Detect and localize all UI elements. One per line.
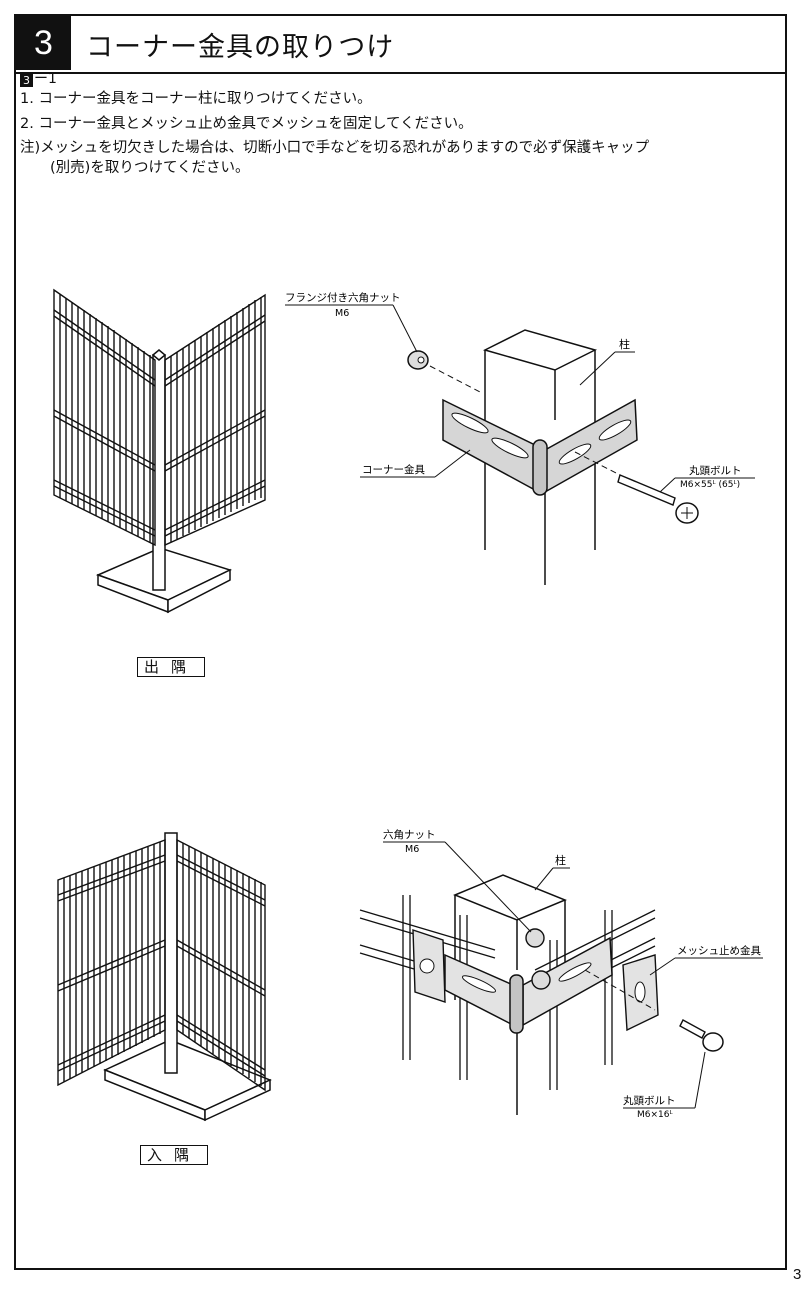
bolt-size-label: M6×55ᴸ (65ᴸ) [680,480,740,490]
bolt-size-label-inner: M6×16ᴸ [637,1110,673,1120]
flange-nut-size-label: M6 [335,308,349,319]
page-number: 3 [793,1266,802,1283]
bolt-label-inner: 丸頭ボルト [623,1094,676,1107]
step-number-badge: 3 [16,16,71,70]
outer-corner-fence-illustration [53,288,266,614]
inner-corner-detail-diagram: 六角ナット M6 柱 メッシュ止め金具 丸頭ボルト M6×16ᴸ [359,829,763,1120]
hex-nut-size-label: M6 [405,844,419,855]
flange-nut-label: フランジ付き六角ナット [285,291,401,304]
bolt-label: 丸頭ボルト [689,464,742,477]
instruction-1: 1. コーナー金具をコーナー柱に取りつけてください。 [20,91,372,107]
hex-nut-label: 六角ナット [383,829,436,841]
post-label-inner: 柱 [555,853,566,867]
inner-corner-fence-illustration [57,832,272,1122]
inner-corner-caption: 入隅 [140,1145,209,1165]
instruction-2: 2. コーナー金具とメッシュ止め金具でメッシュを固定してください。 [20,116,473,132]
mesh-clip-label: メッシュ止め金具 [677,944,761,957]
instruction-note-cont: (別売)を取りつけてください。 [50,160,250,176]
page-frame: 3 コーナー金具の取りつけ [14,14,787,1270]
outer-corner-caption: 出隅 [137,657,206,677]
subsection-badge: 3 [20,74,33,87]
corner-bracket-label: コーナー金具 [362,463,425,476]
outer-corner-detail-diagram: フランジ付き六角ナット M6 柱 コーナー金具 丸頭ボルト M6×55ᴸ (65… [285,291,755,585]
post-label: 柱 [619,337,630,351]
instruction-note: 注)メッシュを切欠きした場合は、切断小口で手などを切る恐れがありますので必ず保護… [20,140,650,156]
section-header: 3 コーナー金具の取りつけ [16,16,785,74]
page-title: コーナー金具の取りつけ [86,32,395,63]
subsection-number: ー1 [34,71,57,87]
